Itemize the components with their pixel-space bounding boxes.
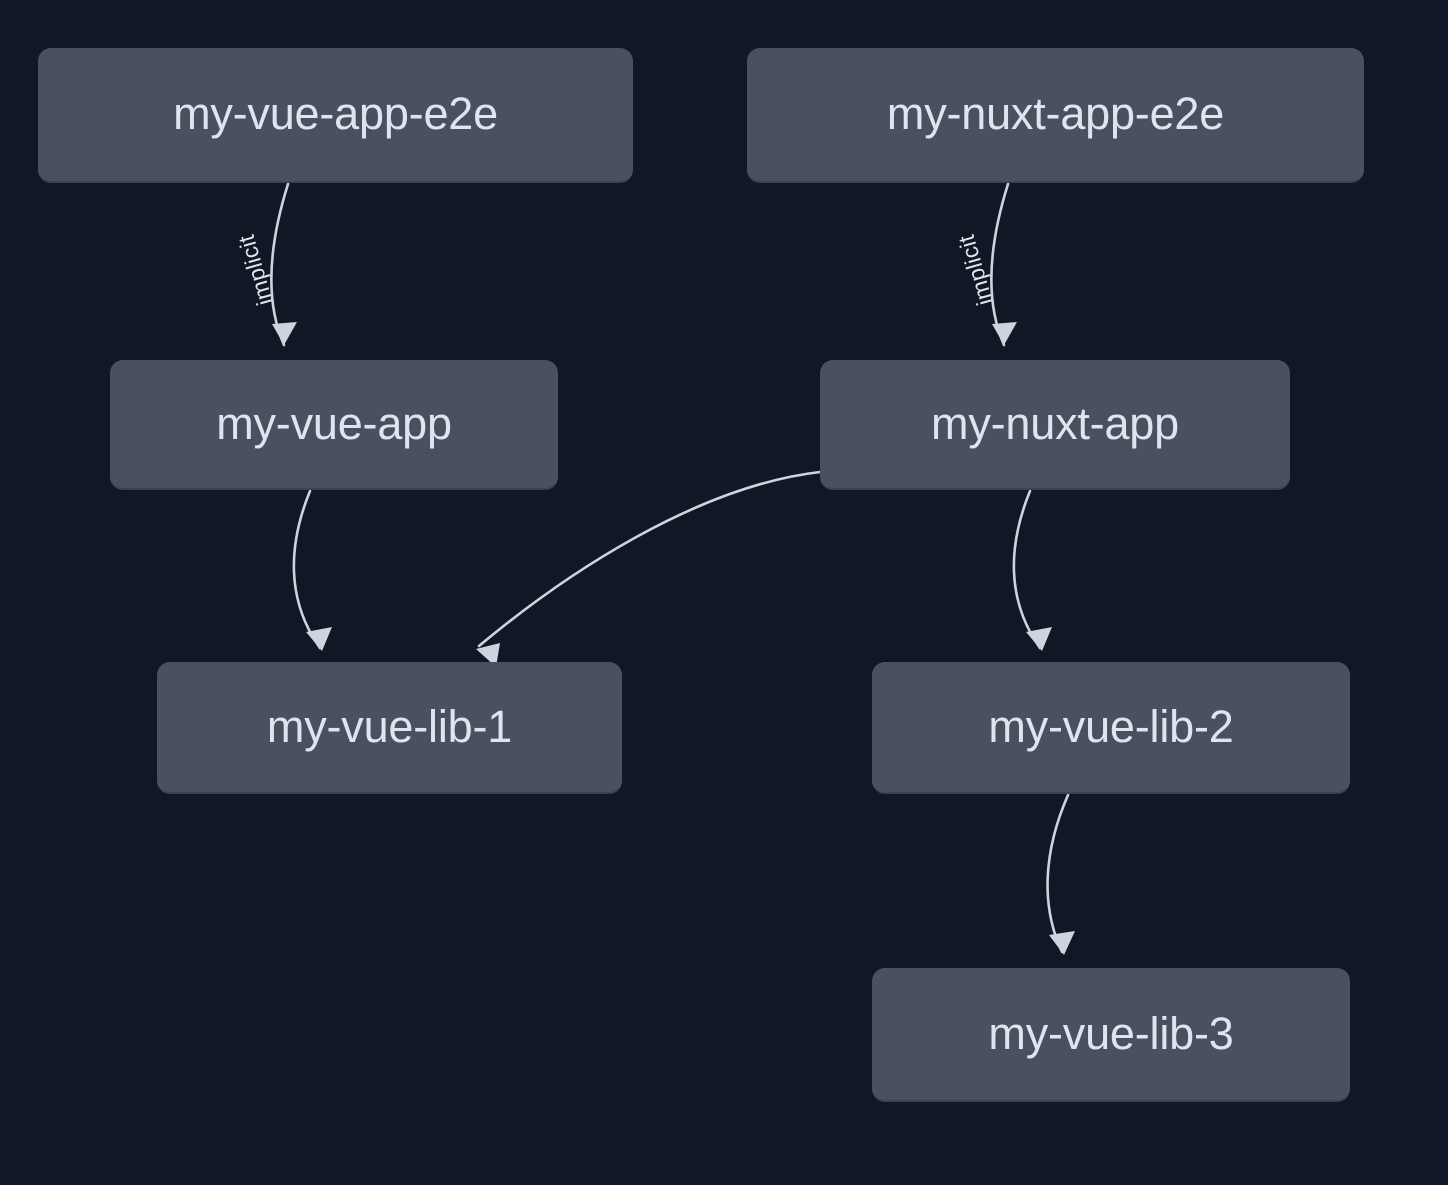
graph-node-label: my-vue-lib-3: [988, 1007, 1234, 1059]
edge-line: [292, 489, 322, 650]
edge-arrowhead-icon: [1026, 627, 1052, 651]
graph-edge-e3: [292, 489, 332, 651]
edge-line: [477, 470, 822, 648]
edge-arrowhead-icon: [992, 322, 1017, 345]
graph-node-label: my-vue-app: [216, 397, 452, 449]
graph-node-label: my-nuxt-app: [931, 397, 1179, 449]
graph-node-my-vue-app[interactable]: my-vue-app: [110, 360, 558, 490]
graph-node-label: my-vue-lib-1: [266, 700, 513, 752]
graph-node-my-vue-lib-2[interactable]: my-vue-lib-2: [872, 662, 1350, 794]
graph-node-my-vue-app-e2e[interactable]: my-vue-app-e2e: [38, 48, 633, 183]
graph-edge-e2: implicit: [953, 182, 1017, 347]
graph-node-my-nuxt-app[interactable]: my-nuxt-app: [820, 360, 1290, 490]
graph-node-my-vue-lib-3[interactable]: my-vue-lib-3: [872, 968, 1350, 1102]
graph-edge-e1: implicit: [233, 182, 297, 347]
graph-node-label: my-vue-app-e2e: [173, 88, 498, 139]
edge-arrowhead-icon: [272, 322, 297, 345]
graph-edge-e6: [1046, 793, 1075, 955]
edge-label: implicit: [953, 232, 998, 309]
graph-node-label: my-vue-lib-2: [988, 700, 1234, 752]
graph-edge-e4: [476, 470, 822, 667]
edge-line: [990, 182, 1010, 347]
graph-node-my-vue-lib-1[interactable]: my-vue-lib-1: [157, 662, 622, 794]
edge-line: [1012, 489, 1042, 650]
graph-node-my-nuxt-app-e2e[interactable]: my-nuxt-app-e2e: [747, 48, 1364, 183]
edge-label: implicit: [233, 232, 278, 309]
graph-node-label: my-nuxt-app-e2e: [886, 88, 1225, 139]
edge-arrowhead-icon: [306, 627, 332, 651]
edge-line: [1046, 793, 1070, 954]
edge-line: [270, 182, 290, 347]
edge-arrowhead-icon: [1049, 931, 1075, 955]
graph-edge-e5: [1012, 489, 1052, 651]
